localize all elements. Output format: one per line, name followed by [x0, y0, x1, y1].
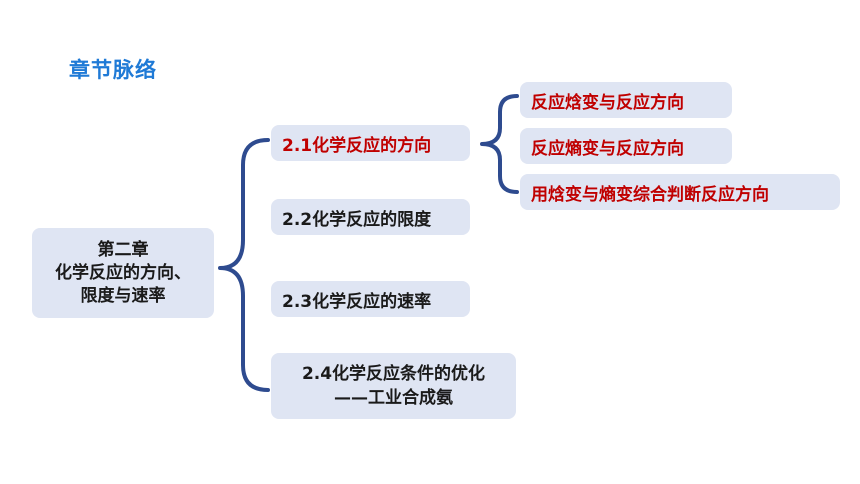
- subtopic-entropy-box: 反应熵变与反应方向: [520, 128, 732, 164]
- section-2-3-box: 2.3化学反应的速率: [271, 281, 470, 317]
- subtopic-combined-box: 用焓变与熵变综合判断反应方向: [520, 174, 840, 210]
- chapter-title-line1: 化学反应的方向、: [55, 262, 191, 283]
- chapter-box: 第二章 化学反应的方向、 限度与速率: [32, 228, 214, 318]
- section-2-1-box: 2.1化学反应的方向: [271, 125, 470, 161]
- page-heading: 章节脉络: [69, 58, 157, 82]
- chapter-brace: [218, 138, 270, 392]
- section-2-4-box: 2.4化学反应条件的优化 ——工业合成氨: [271, 353, 516, 419]
- chapter-number: 第二章: [97, 239, 149, 260]
- section-brace: [480, 94, 519, 194]
- subtopic-enthalpy-box: 反应焓变与反应方向: [520, 82, 732, 118]
- section-2-4-title: 2.4化学反应条件的优化: [301, 364, 486, 384]
- section-2-2-box: 2.2化学反应的限度: [271, 199, 470, 235]
- section-2-4-subtitle: ——工业合成氨: [334, 388, 453, 408]
- chapter-title-line2: 限度与速率: [80, 285, 166, 306]
